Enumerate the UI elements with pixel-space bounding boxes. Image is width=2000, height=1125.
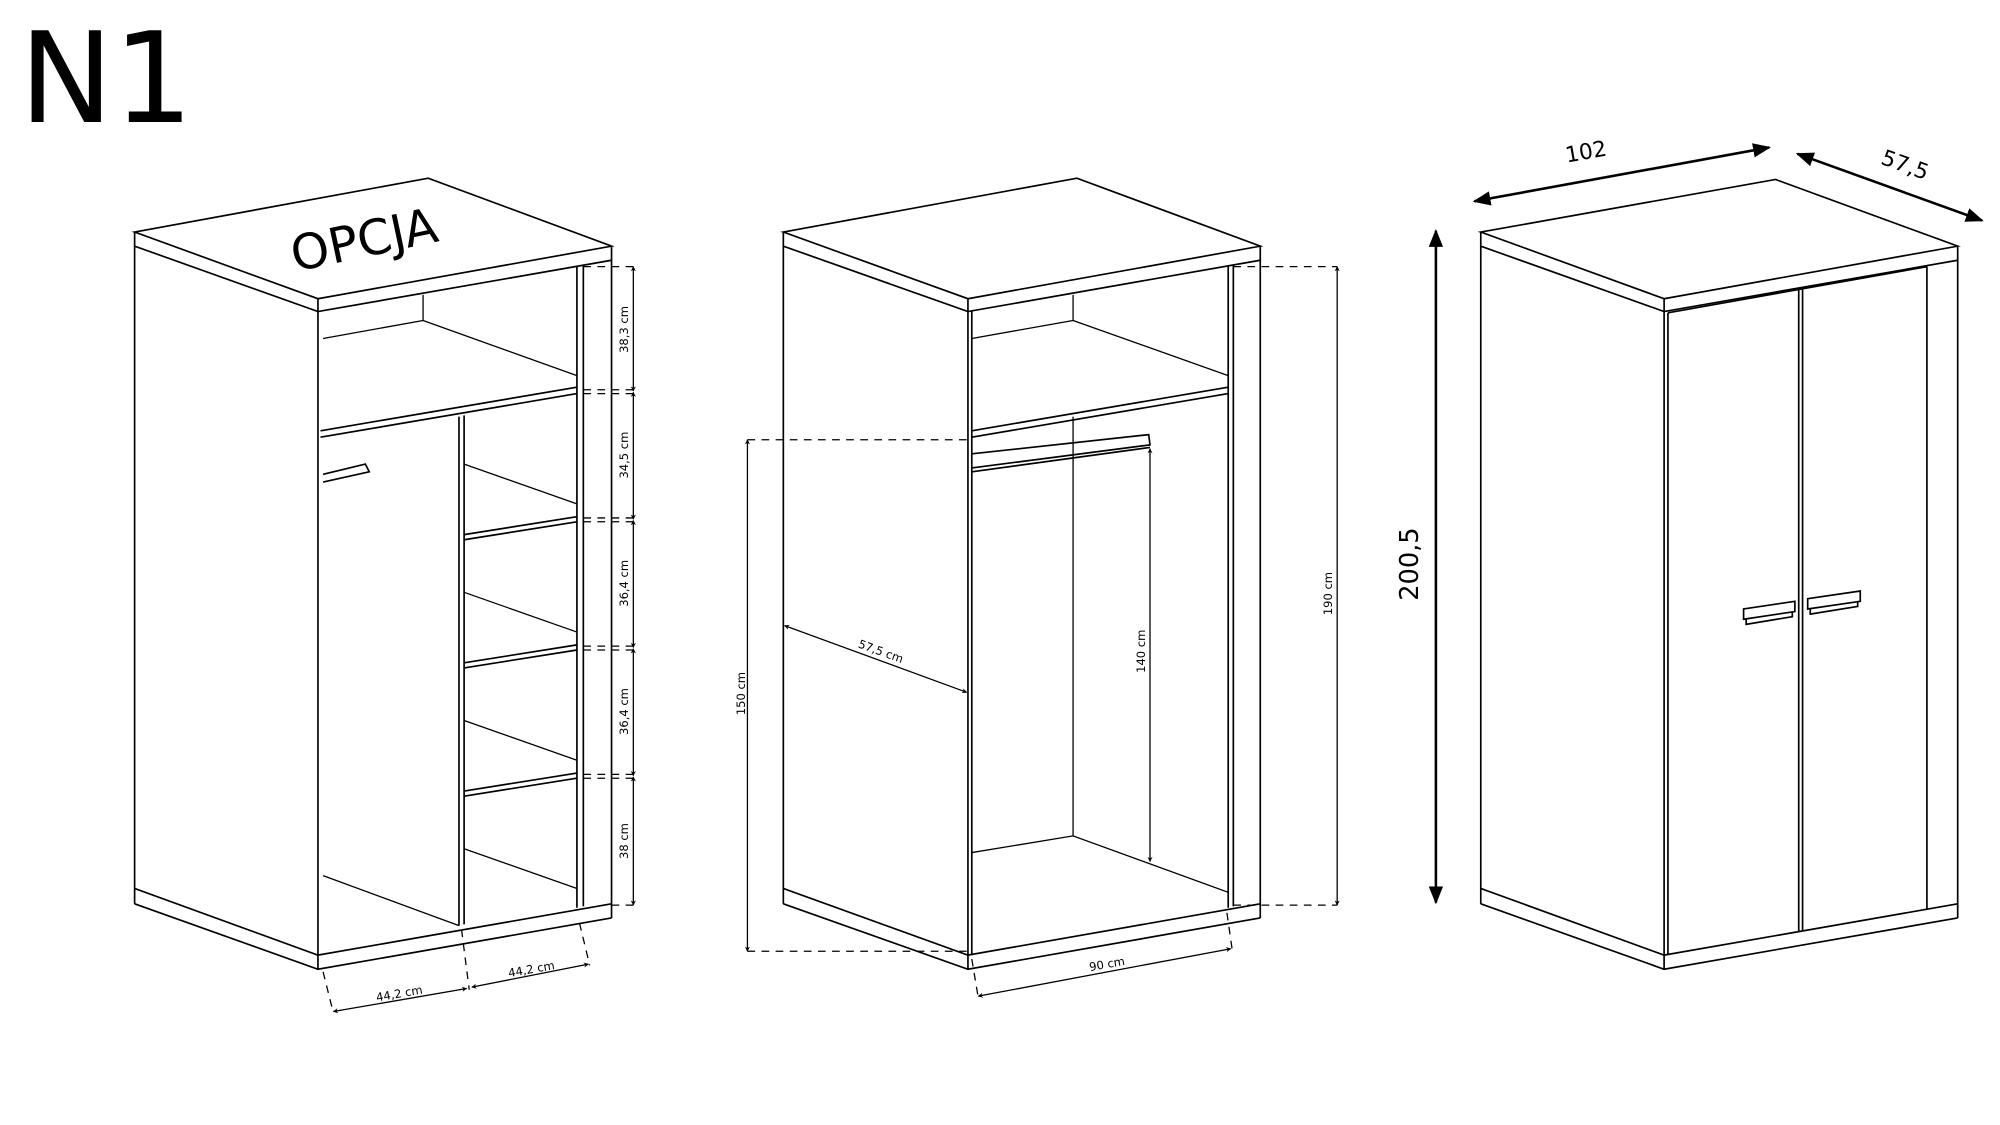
wardrobe-interior-view: 150 cm 57,5 cm 140 cm 190 cm 90 cm — [734, 177, 1340, 998]
door-handle — [1806, 590, 1862, 616]
inner-height-label: 190 cm — [1321, 572, 1335, 615]
depth-label: 57,5 — [1878, 146, 1932, 186]
width-label: 102 — [1563, 137, 1608, 169]
height-label: 36,4 cm — [617, 560, 631, 607]
width-label: 44,2 cm — [507, 958, 556, 980]
height-label: 200,5 — [1395, 527, 1425, 600]
height-label: 38,3 cm — [617, 306, 631, 353]
rail-height-label: 150 cm — [734, 672, 748, 715]
hanging-rail — [322, 463, 371, 483]
depth-arrow — [1795, 152, 1984, 222]
shelves — [463, 463, 578, 890]
depth-label: 57,5 cm — [856, 637, 905, 666]
height-dimensions: 38,3 cm 34,5 cm 36,4 cm 36,4 cm 38 cm — [583, 266, 636, 906]
hanging-height-label: 140 cm — [1134, 630, 1148, 673]
height-label: 34,5 cm — [617, 432, 631, 479]
model-title: N1 — [19, 5, 193, 152]
door-handle — [1742, 600, 1796, 626]
wardrobe-closed-view: 102 57,5 200,5 — [1395, 137, 1984, 971]
height-label: 38 cm — [617, 823, 631, 859]
hanging-rail — [971, 433, 1151, 473]
width-label: 44,2 cm — [375, 983, 424, 1005]
inner-width-label: 90 cm — [1088, 954, 1126, 974]
width-dimensions: 44,2 cm 44,2 cm — [322, 922, 591, 1014]
width-arrow — [1472, 143, 1771, 206]
wardrobe-option-view: OPCJA 38,3 cm 34,5 cm 36,4 cm 36,4 cm 38… — [131, 177, 636, 1014]
height-label: 36,4 cm — [617, 688, 631, 735]
